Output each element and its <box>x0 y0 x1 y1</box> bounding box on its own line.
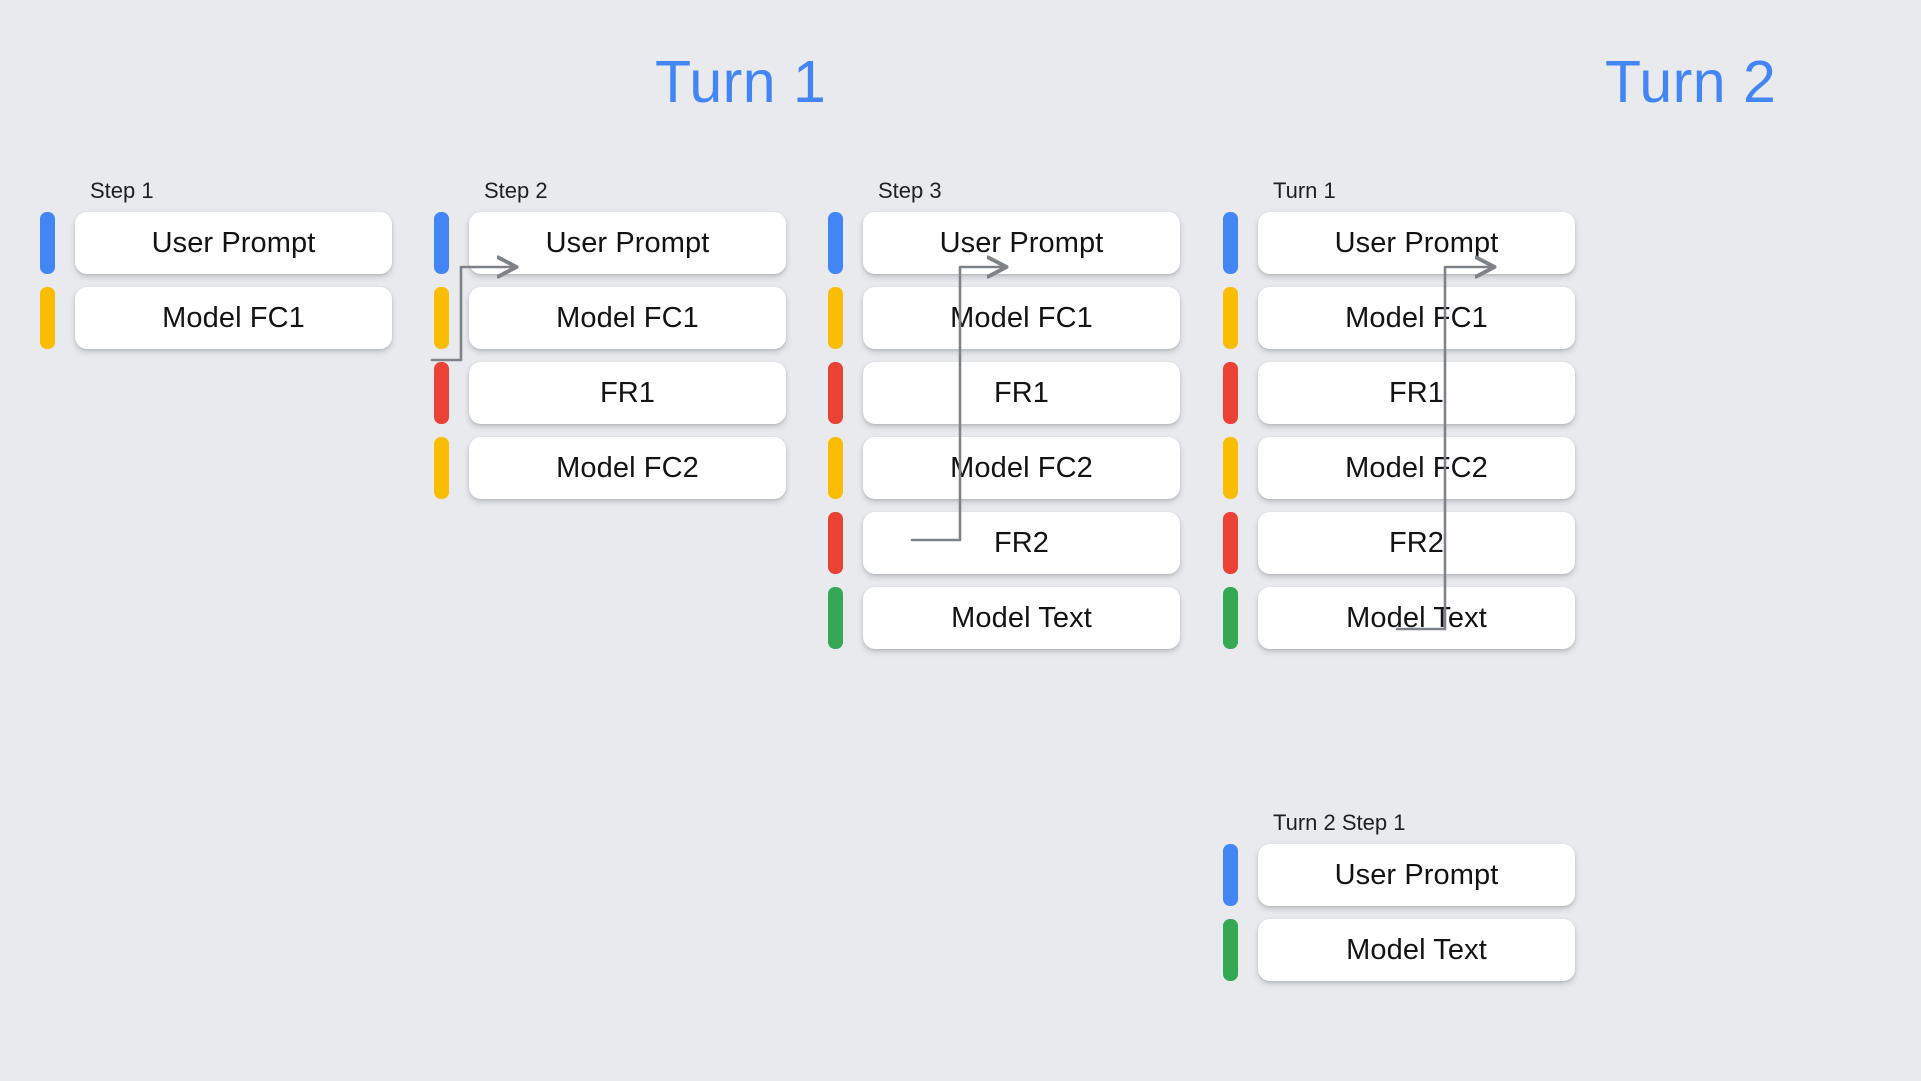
message-card[interactable]: Model FC1 <box>1258 287 1575 349</box>
turn-2-heading: Turn 2 <box>1605 49 1777 115</box>
list-item[interactable]: User Prompt <box>1223 212 1575 274</box>
row-stack-turn-2-step-1: User Prompt Model Text <box>1223 844 1575 981</box>
message-card-label: User Prompt <box>1334 226 1499 259</box>
message-card-label: FR2 <box>1388 526 1445 559</box>
message-card[interactable]: User Prompt <box>75 212 392 274</box>
list-item[interactable]: Model FC1 <box>828 287 1180 349</box>
message-card-label: Model Text <box>1346 933 1487 966</box>
column-label-turn-1: Turn 1 <box>1273 178 1336 203</box>
message-card[interactable]: Model FC2 <box>1258 437 1575 499</box>
role-bar-model-fc <box>1223 437 1238 499</box>
message-card-label: Model FC1 <box>950 301 1093 334</box>
column-turn2-step-1: Turn 2 Step 1 User Prompt Model Text <box>1223 812 1575 981</box>
message-card-label: User Prompt <box>545 226 710 259</box>
message-card-label: User Prompt <box>939 226 1104 259</box>
message-card-label: Model FC1 <box>1345 301 1488 334</box>
message-card[interactable]: FR2 <box>863 512 1180 574</box>
message-card[interactable]: Model FC2 <box>863 437 1180 499</box>
message-card[interactable]: User Prompt <box>469 212 786 274</box>
list-item[interactable]: User Prompt <box>434 212 786 274</box>
message-card-label: FR1 <box>993 376 1050 409</box>
message-card[interactable]: FR1 <box>1258 362 1575 424</box>
turn-1-heading: Turn 1 <box>655 49 827 115</box>
column-label-turn-2-step-1: Turn 2 Step 1 <box>1273 810 1406 835</box>
role-bar-user <box>40 212 55 274</box>
list-item[interactable]: Model Text <box>1223 587 1575 649</box>
list-item[interactable]: Model FC1 <box>434 287 786 349</box>
message-card[interactable]: FR1 <box>863 362 1180 424</box>
role-bar-model-fc <box>434 287 449 349</box>
role-bar-model-fc <box>828 287 843 349</box>
message-card-label: Model FC1 <box>556 301 699 334</box>
message-card[interactable]: User Prompt <box>863 212 1180 274</box>
list-item[interactable]: Model Text <box>1223 919 1575 981</box>
message-card[interactable]: User Prompt <box>1258 844 1575 906</box>
role-bar-model-text <box>828 587 843 649</box>
message-card[interactable]: Model Text <box>863 587 1180 649</box>
column-step-3: Step 3 User Prompt Model FC1 FR1 <box>828 180 1180 649</box>
role-bar-user <box>1223 844 1238 906</box>
role-bar-model-text <box>1223 587 1238 649</box>
message-card[interactable]: Model Text <box>1258 587 1575 649</box>
message-card-label: Model Text <box>1346 601 1487 634</box>
message-card-label: Model FC2 <box>556 451 699 484</box>
list-item[interactable]: FR1 <box>1223 362 1575 424</box>
message-card[interactable]: Model FC1 <box>863 287 1180 349</box>
row-stack-step-1: User Prompt Model FC1 <box>40 212 392 349</box>
message-card-label: Model FC2 <box>950 451 1093 484</box>
role-bar-model-text <box>1223 919 1238 981</box>
column-label-step-2: Step 2 <box>484 178 548 203</box>
message-card[interactable]: Model FC1 <box>469 287 786 349</box>
list-item[interactable]: FR1 <box>828 362 1180 424</box>
role-bar-model-fc <box>40 287 55 349</box>
message-card[interactable]: FR1 <box>469 362 786 424</box>
message-card-label: Model FC2 <box>1345 451 1488 484</box>
message-card[interactable]: User Prompt <box>1258 212 1575 274</box>
row-stack-turn-1: User Prompt Model FC1 FR1 Model FC2 <box>1223 212 1575 649</box>
message-card-label: User Prompt <box>151 226 316 259</box>
role-bar-function-response <box>434 362 449 424</box>
message-card-label: FR1 <box>1388 376 1445 409</box>
role-bar-user <box>434 212 449 274</box>
role-bar-function-response <box>1223 512 1238 574</box>
role-bar-model-fc <box>434 437 449 499</box>
message-card[interactable]: Model FC2 <box>469 437 786 499</box>
role-bar-user <box>828 212 843 274</box>
message-card-label: User Prompt <box>1334 858 1499 891</box>
list-item[interactable]: Model FC2 <box>828 437 1180 499</box>
role-bar-model-fc <box>1223 287 1238 349</box>
list-item[interactable]: FR2 <box>828 512 1180 574</box>
list-item[interactable]: Model FC1 <box>1223 287 1575 349</box>
list-item[interactable]: Model FC2 <box>434 437 786 499</box>
row-stack-step-3: User Prompt Model FC1 FR1 Model FC2 <box>828 212 1180 649</box>
message-card[interactable]: Model FC1 <box>75 287 392 349</box>
column-step-2: Step 2 User Prompt Model FC1 FR1 <box>434 180 786 499</box>
list-item[interactable]: FR1 <box>434 362 786 424</box>
list-item[interactable]: FR2 <box>1223 512 1575 574</box>
role-bar-model-fc <box>828 437 843 499</box>
message-card-label: Model FC1 <box>162 301 305 334</box>
column-turn2-turn1: Turn 1 User Prompt Model FC1 FR1 <box>1223 180 1575 649</box>
column-label-step-3: Step 3 <box>878 178 942 203</box>
list-item[interactable]: User Prompt <box>1223 844 1575 906</box>
column-step-1: Step 1 User Prompt Model FC1 <box>40 180 392 349</box>
message-card-label: FR1 <box>599 376 656 409</box>
role-bar-user <box>1223 212 1238 274</box>
role-bar-function-response <box>828 512 843 574</box>
role-bar-function-response <box>828 362 843 424</box>
list-item[interactable]: User Prompt <box>40 212 392 274</box>
column-label-step-1: Step 1 <box>90 178 154 203</box>
role-bar-function-response <box>1223 362 1238 424</box>
list-item[interactable]: Model Text <box>828 587 1180 649</box>
list-item[interactable]: User Prompt <box>828 212 1180 274</box>
list-item[interactable]: Model FC2 <box>1223 437 1575 499</box>
list-item[interactable]: Model FC1 <box>40 287 392 349</box>
row-stack-step-2: User Prompt Model FC1 FR1 Model FC2 <box>434 212 786 499</box>
message-card-label: FR2 <box>993 526 1050 559</box>
message-card-label: Model Text <box>951 601 1092 634</box>
message-card[interactable]: Model Text <box>1258 919 1575 981</box>
message-card[interactable]: FR2 <box>1258 512 1575 574</box>
